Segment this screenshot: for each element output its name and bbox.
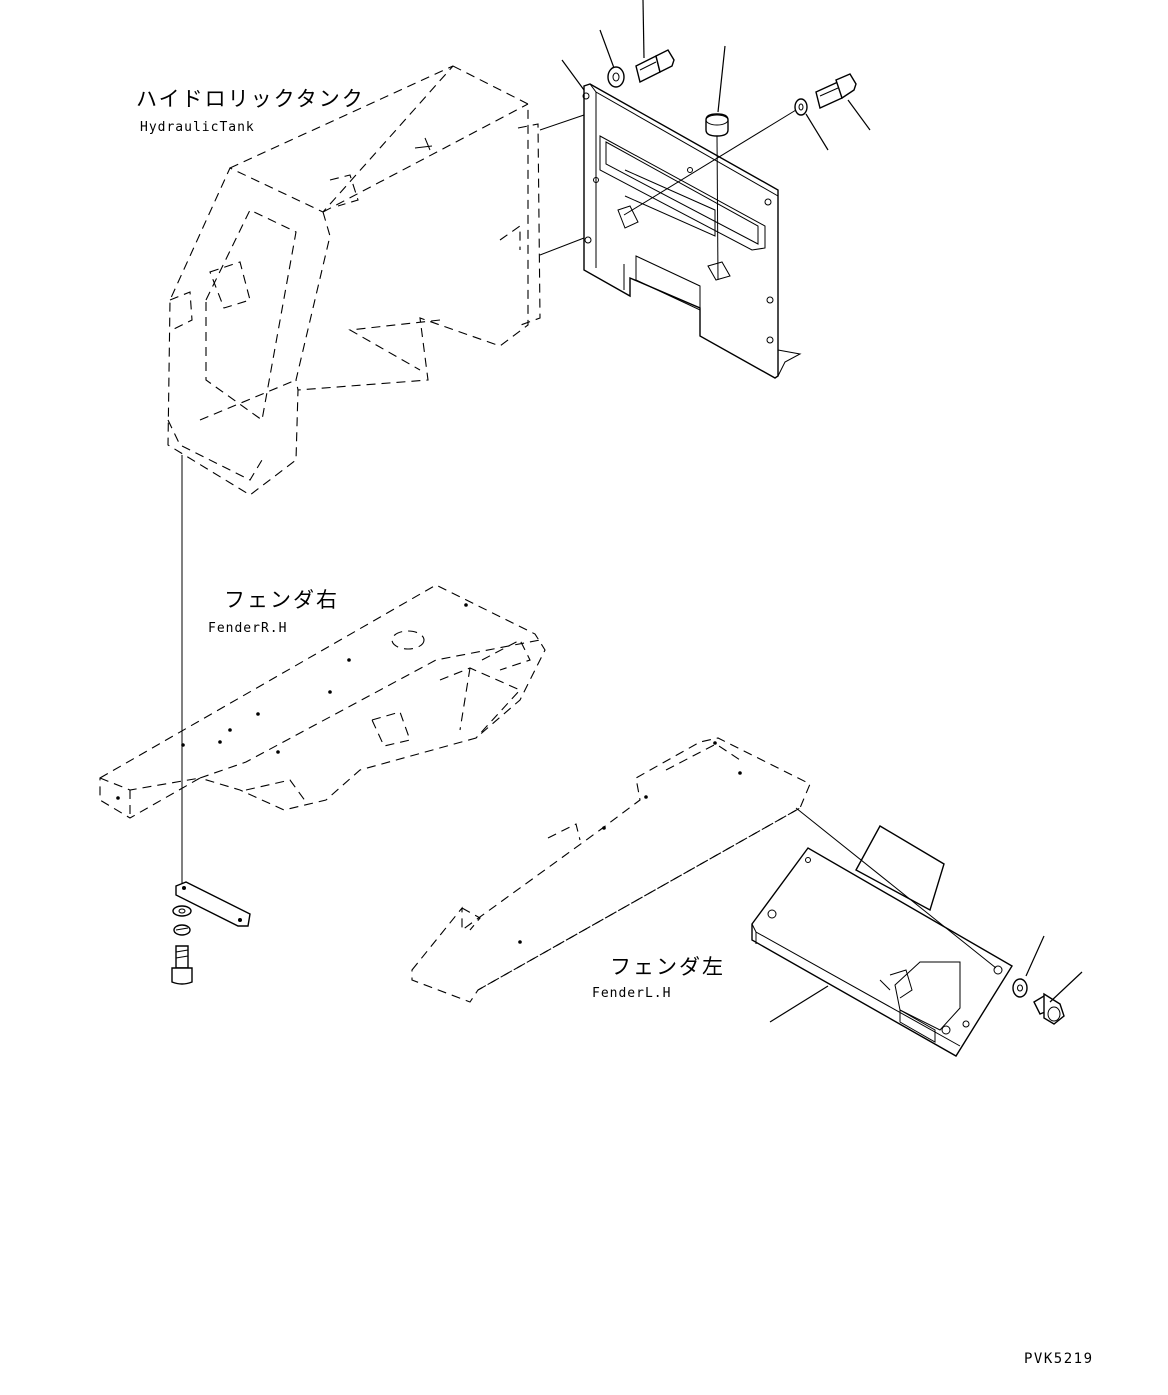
cover-plate bbox=[582, 83, 802, 379]
hydraulic-tank-label-jp: ハイドロリックタンク bbox=[136, 87, 365, 111]
fender-rh-label-en: FenderR.H bbox=[208, 621, 287, 636]
fender-lh-label-en: FenderL.H bbox=[592, 986, 671, 1001]
fender-lh-outline bbox=[411, 737, 811, 1003]
bolt-icon bbox=[815, 73, 857, 109]
washer-icon bbox=[794, 98, 808, 116]
callout-leaders-top bbox=[561, 0, 871, 281]
washer-icon bbox=[172, 905, 192, 917]
fender-rh-label-jp: フェンダ右 bbox=[224, 588, 339, 612]
bolt-icon bbox=[1033, 992, 1065, 1025]
washer-icon bbox=[607, 66, 625, 88]
bolt-icon bbox=[171, 945, 193, 985]
plug-icon bbox=[705, 113, 729, 137]
fender-cover-plate bbox=[751, 807, 1013, 1057]
hydraulic-tank-label-en: HydraulicTank bbox=[140, 120, 255, 135]
cover-fasteners bbox=[607, 49, 857, 137]
callout-leaders-bottom bbox=[769, 935, 1083, 1023]
fender-lh-label-jp: フェンダ左 bbox=[610, 955, 725, 979]
spring-washer-icon bbox=[173, 924, 191, 936]
bolt-icon bbox=[635, 49, 675, 84]
fender-rh-outline bbox=[99, 584, 546, 819]
drawing-code: PVK5219 bbox=[1024, 1351, 1094, 1367]
fender-cover-fasteners bbox=[1012, 978, 1065, 1025]
washer-icon bbox=[1012, 978, 1028, 998]
hydraulic-tank-outline bbox=[167, 65, 585, 496]
bottom-bracket-assembly bbox=[171, 881, 251, 985]
